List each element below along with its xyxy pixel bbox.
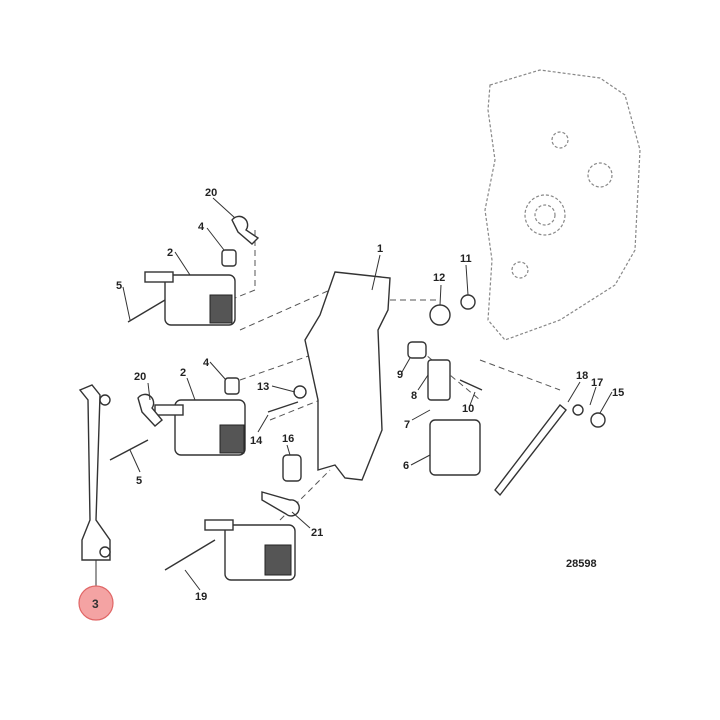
callout-21[interactable]: 21: [311, 527, 323, 539]
callout-5-second[interactable]: 5: [136, 475, 142, 487]
callout-8[interactable]: 8: [411, 390, 417, 402]
part-20-clamp: [231, 215, 260, 245]
callout-19[interactable]: 19: [195, 591, 207, 603]
callout-6[interactable]: 6: [403, 460, 409, 472]
part-21-clamp: [261, 491, 300, 517]
part-2-ignition-coil-middle: [154, 399, 246, 456]
part-15-screw: [590, 412, 606, 428]
plug-lead-boot-end: [99, 394, 111, 406]
part-19-bolt: [164, 539, 216, 571]
callout-11[interactable]: 11: [460, 253, 472, 265]
part-13-washer: [293, 385, 307, 399]
callout-labels: 20 4 2 5 1 12 11 4 20 2 13 14 5 16 21 19…: [116, 187, 624, 603]
callout-15[interactable]: 15: [612, 387, 624, 399]
part-16-sleeve: [282, 454, 302, 482]
part-2-ignition-coil-upper: [144, 271, 236, 326]
part-1-bracket-plate: [304, 271, 391, 481]
callout-10[interactable]: 10: [462, 403, 474, 415]
reference-number: 28598: [566, 558, 597, 570]
callout-16[interactable]: 16: [282, 433, 294, 445]
callout-leaders: [95, 197, 613, 591]
part-4-spacer: [224, 377, 240, 395]
part-5-bolt: [109, 439, 149, 461]
callout-5[interactable]: 5: [116, 280, 122, 292]
part-12-pulley: [429, 304, 451, 326]
callout-13[interactable]: 13: [257, 381, 269, 393]
part-14-bolt: [267, 401, 299, 413]
part-8-bracket: [427, 359, 451, 401]
callout-14[interactable]: 14: [250, 435, 263, 447]
part-4-spacer: [221, 249, 237, 267]
part-17-washer: [572, 404, 584, 416]
part-11-washer: [460, 294, 476, 310]
callout-17[interactable]: 17: [591, 377, 603, 389]
callout-4[interactable]: 4: [198, 221, 205, 233]
callout-3-highlighted[interactable]: 3: [78, 585, 114, 621]
callout-9[interactable]: 9: [397, 369, 403, 381]
callout-1[interactable]: 1: [377, 243, 383, 255]
callout-20[interactable]: 20: [205, 187, 217, 199]
callout-12[interactable]: 12: [433, 272, 445, 284]
part-ignition-coil-lower: [204, 519, 296, 581]
highlight-circle[interactable]: [78, 585, 114, 621]
plug-lead-terminal-end: [99, 546, 111, 558]
part-18-ground-strap: [494, 403, 567, 497]
callout-18[interactable]: 18: [576, 370, 588, 382]
part-9-sleeve: [407, 341, 427, 359]
callout-3[interactable]: 3: [92, 597, 99, 611]
part-6-relay: [429, 419, 481, 476]
callout-2-second[interactable]: 2: [180, 367, 186, 379]
callout-20-second[interactable]: 20: [134, 371, 146, 383]
part-20-clamp: [137, 393, 163, 427]
part-5-bolt: [127, 299, 166, 323]
part-3-spark-plug-lead: [78, 384, 111, 561]
engine-block-outline: [484, 69, 641, 341]
callout-4-second[interactable]: 4: [203, 357, 210, 369]
callout-7[interactable]: 7: [404, 419, 410, 431]
callout-2[interactable]: 2: [167, 247, 173, 259]
part-10-bolt: [459, 379, 483, 391]
